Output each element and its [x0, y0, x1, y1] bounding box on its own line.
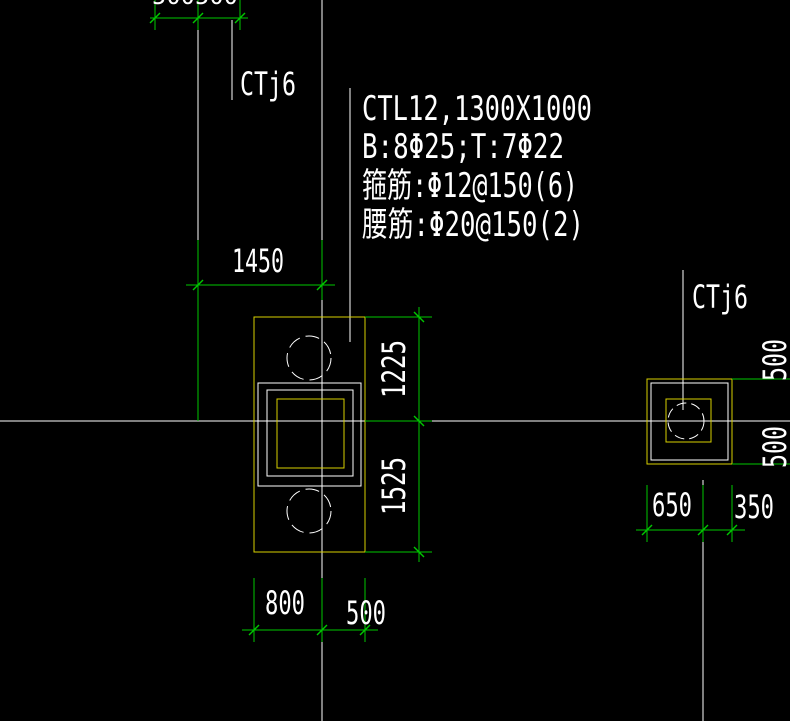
beam-note-line2: B:8Φ25;T:7Φ22: [362, 127, 564, 167]
beam-note: CTL12,1300X1000 B:8Φ25;T:7Φ22 箍筋:Φ12@150…: [362, 89, 592, 245]
left-cap-pile-bottom: [286, 488, 332, 534]
dim-vertical-top-text: 500: [756, 339, 790, 381]
dim-right-bottom-left-text: 650: [652, 486, 692, 524]
beam-note-line3: 箍筋:Φ12@150(6): [362, 166, 578, 206]
left-pile-cap: [253, 316, 366, 553]
dim-width-total-text: 1450: [232, 242, 284, 280]
left-cap-column-inner: [266, 389, 354, 477]
right-cap-core: [665, 398, 712, 443]
beam-note-line4: 腰筋:Φ20@150(2): [362, 205, 584, 245]
left-cap-bottom-dimension: 800 500: [242, 578, 386, 642]
right-cap-column-outer: [650, 382, 729, 461]
dim-right-bottom-right-text: 350: [734, 488, 774, 526]
left-cap-core: [276, 398, 345, 469]
left-cap-width-dimension: 1450: [186, 240, 335, 421]
beam-note-line1: CTL12,1300X1000: [362, 89, 592, 129]
ctj-label-left: CTj6: [240, 65, 296, 103]
left-cap-column-outer: [257, 382, 362, 487]
dim-bottom-left-text: 800: [265, 584, 305, 622]
right-cap-vertical-dimension: 500 500: [732, 339, 790, 468]
left-cap-pile-top: [286, 335, 332, 381]
left-cap-outline: [253, 316, 366, 553]
left-cap-vertical-dimension: 1225 1525: [365, 307, 432, 562]
dim-bottom-right-text: 500: [346, 594, 386, 632]
dim-upper-text: 1225: [375, 340, 413, 398]
right-cap-outline: [646, 378, 733, 465]
dim-lower-text: 1525: [375, 457, 413, 515]
right-cap-bottom-dimension: 650 350: [636, 485, 774, 542]
right-cap-pile: [667, 402, 705, 440]
ctj-label-right: CTj6: [692, 278, 748, 316]
dim-vertical-bottom-text: 500: [756, 426, 790, 468]
right-pile-cap: CTj6: [646, 278, 748, 465]
